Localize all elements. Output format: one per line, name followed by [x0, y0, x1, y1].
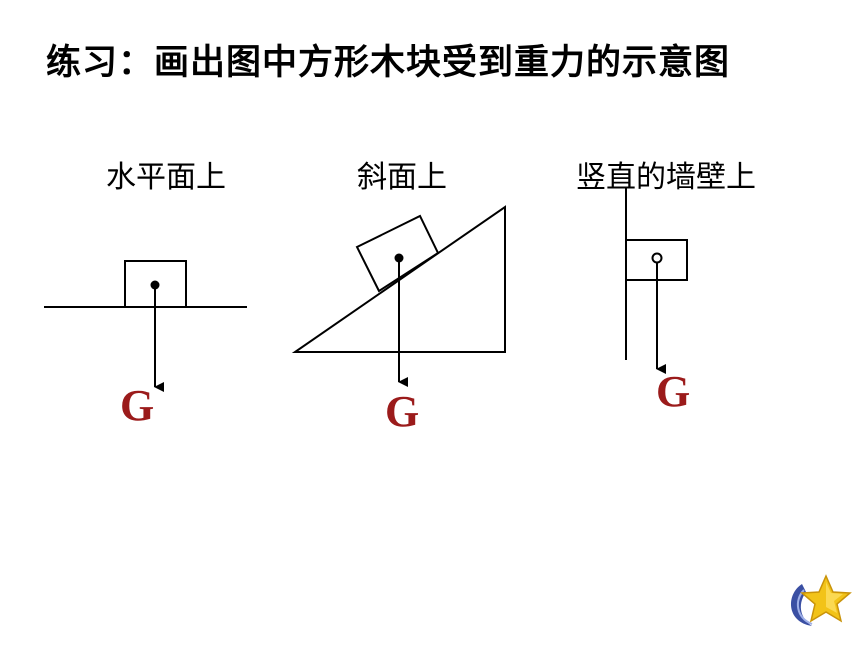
page-title: 练习：画出图中方形木块受到重力的示意图 — [46, 43, 731, 83]
gravity-label-g: G — [385, 387, 420, 436]
scene-wall — [625, 187, 688, 374]
caption-vertical-wall: 竖直的墙壁上 — [576, 160, 756, 195]
center-of-gravity-dot — [651, 252, 663, 264]
gravity-label-g: G — [120, 381, 155, 430]
caption-incline: 斜面上 — [357, 160, 447, 195]
scene-incline — [291, 205, 506, 387]
scene-horizontal — [44, 260, 247, 392]
gravity-label-g: G — [656, 367, 691, 416]
caption-horizontal-surface: 水平面上 — [106, 160, 226, 195]
star-swoosh-icon — [791, 574, 852, 626]
wood-block — [355, 214, 440, 293]
